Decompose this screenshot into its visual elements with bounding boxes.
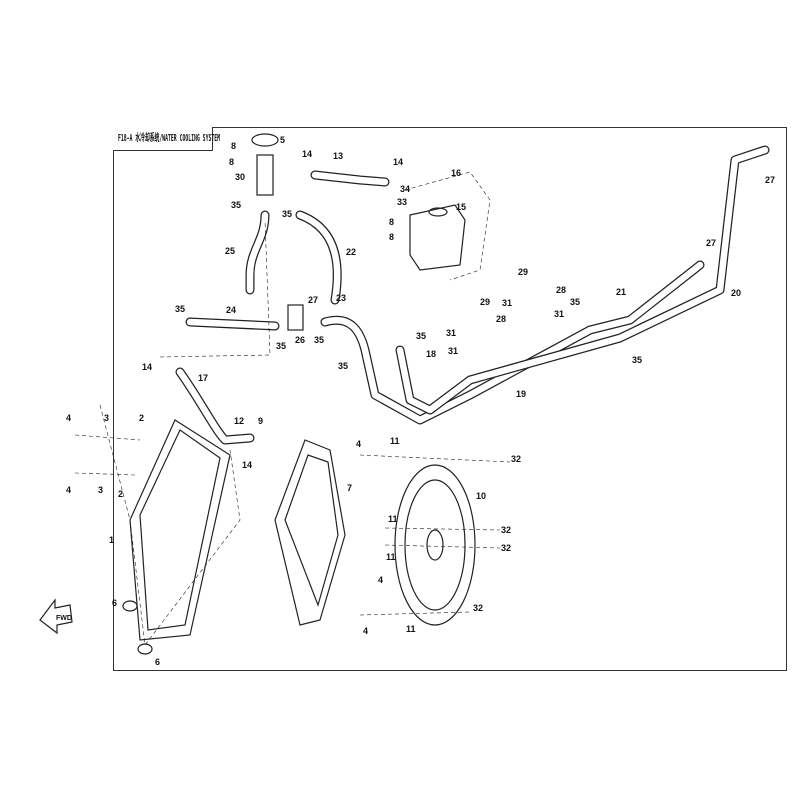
callout: 27 (765, 175, 775, 185)
callout: 3 (98, 485, 103, 495)
callout: 8 (389, 217, 394, 227)
callout: 22 (346, 247, 356, 257)
callout: 11 (386, 552, 396, 562)
callout: 16 (451, 168, 461, 178)
callout: 6 (112, 598, 117, 608)
filler-neck (251, 133, 304, 331)
callout: 15 (456, 202, 466, 212)
radiator (99, 404, 241, 655)
callout: 4 (66, 485, 71, 495)
fwd-arrow-icon: FWD (39, 598, 73, 635)
callout: 31 (554, 309, 564, 319)
callout: 6 (155, 657, 160, 667)
callout: 32 (511, 454, 521, 464)
callout: 27 (308, 295, 318, 305)
callout: 11 (390, 436, 400, 446)
callout: 30 (235, 172, 245, 182)
callout: 11 (388, 514, 398, 524)
callout: 5 (280, 135, 285, 145)
callout: 19 (516, 389, 526, 399)
callout: 35 (282, 209, 292, 219)
callout: 26 (295, 335, 305, 345)
callout: 4 (66, 413, 71, 423)
svg-text:FWD: FWD (56, 615, 72, 622)
callout: 24 (226, 305, 236, 315)
callout: 35 (570, 297, 580, 307)
callout: 14 (242, 460, 252, 470)
callout: 14 (142, 362, 152, 372)
callout: 23 (336, 293, 346, 303)
callout: 33 (397, 197, 407, 207)
diagram-frame (113, 127, 787, 671)
callout: 8 (231, 141, 236, 151)
callout: 35 (632, 355, 642, 365)
callout: 29 (518, 267, 528, 277)
callout: 4 (356, 439, 361, 449)
callout: 21 (616, 287, 626, 297)
callout: 8 (229, 157, 234, 167)
callout: 14 (393, 157, 403, 167)
cooling-fan (394, 464, 476, 626)
callout: 14 (302, 149, 312, 159)
callout: 31 (446, 328, 456, 338)
hoses (175, 145, 770, 445)
diagram-title: F18-A 水冷却系统/WATER COOLING SYSTEM (118, 133, 221, 144)
callout: 35 (314, 335, 324, 345)
callout: 25 (225, 246, 235, 256)
callout: 12 (234, 416, 244, 426)
diagram-title-box: F18-A 水冷却系统/WATER COOLING SYSTEM (113, 127, 220, 151)
callout: 34 (400, 184, 410, 194)
callout: 8 (389, 232, 394, 242)
callout: 2 (139, 413, 144, 423)
callout: 27 (706, 238, 716, 248)
callout: 3 (104, 413, 109, 423)
coolant-reservoir (404, 171, 491, 281)
callout: 4 (378, 575, 383, 585)
callout: 2 (118, 489, 123, 499)
fan-shroud (274, 439, 346, 626)
callout: 32 (501, 525, 511, 535)
callout-labels: 5 8 8 14 13 14 30 16 34 33 15 35 35 8 8 … (66, 135, 775, 667)
callout: 28 (556, 285, 566, 295)
callout: 7 (347, 483, 352, 493)
callout: 10 (476, 491, 486, 501)
callout: 31 (502, 298, 512, 308)
callout: 31 (448, 346, 458, 356)
callout: 13 (333, 151, 343, 161)
callout: 35 (276, 341, 286, 351)
callout: 28 (496, 314, 506, 324)
assembly-lines (74, 219, 511, 616)
callout: 4 (363, 626, 368, 636)
callout: 11 (406, 624, 416, 634)
callout: 32 (473, 603, 483, 613)
callout: 35 (175, 304, 185, 314)
callout: 1 (109, 535, 114, 545)
callout: 35 (338, 361, 348, 371)
callout: 20 (731, 288, 741, 298)
callout: 29 (480, 297, 490, 307)
callout: 18 (426, 349, 436, 359)
callout: 9 (258, 416, 263, 426)
callout: 32 (501, 543, 511, 553)
callout: 35 (416, 331, 426, 341)
callout: 17 (198, 373, 208, 383)
callout: 35 (231, 200, 241, 210)
